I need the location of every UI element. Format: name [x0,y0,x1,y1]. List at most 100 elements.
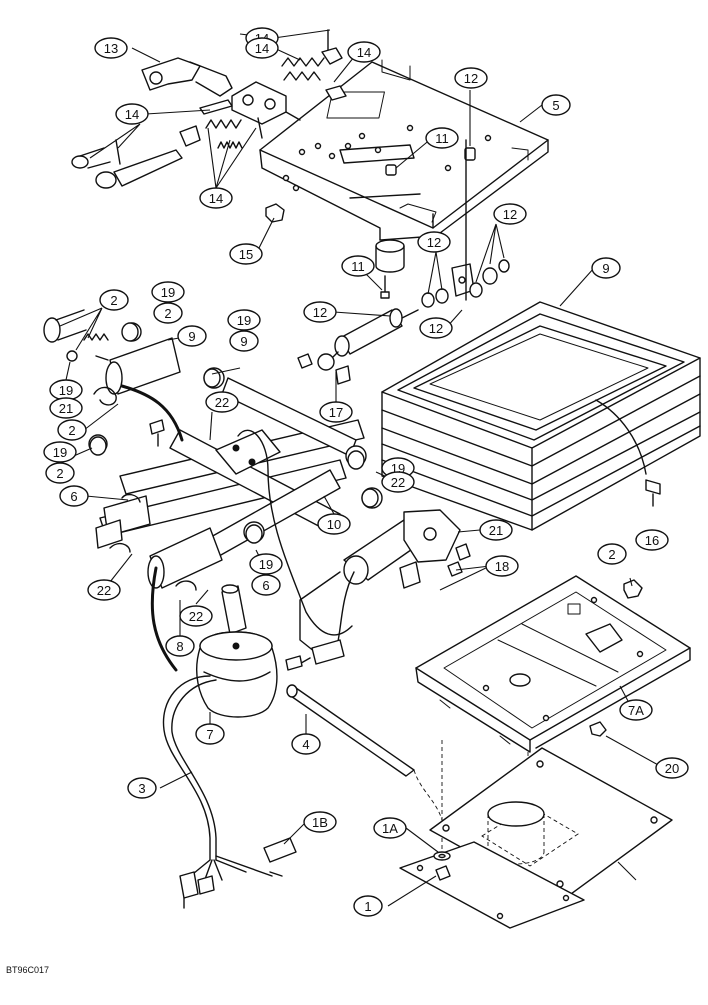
callout-6: 6 [59,485,89,507]
callout-oval [303,811,337,833]
callout-number: 14 [255,41,269,56]
pivot-pin-9 [43,309,109,362]
callout-oval [59,485,89,507]
cable-clips [93,386,197,591]
callout-17: 17 [319,401,353,423]
callout-11: 11 [341,255,375,277]
callout-22: 22 [205,391,239,413]
callout-number: 19 [161,285,175,300]
callout-11: 11 [425,127,459,149]
callout-number: 14 [125,107,139,122]
callout-oval [177,325,207,347]
callout-oval [57,419,87,441]
callout-group: 1314141414141251115111212121217921921999… [43,27,689,917]
callout-oval [249,553,283,575]
tension-arrows [120,384,184,672]
callout-oval [319,401,353,423]
callout-number: 22 [391,475,405,490]
callout-oval [425,127,459,149]
callout-number: 12 [464,71,478,86]
callout-oval [597,543,627,565]
callout-21: 21 [49,397,83,419]
callout-4: 4 [291,733,321,755]
callout-oval [419,317,453,339]
callout-oval [227,309,261,331]
callout-number: 6 [262,578,269,593]
callout-oval [205,391,239,413]
callout-19: 19 [227,309,261,331]
callout-oval [199,187,233,209]
callout-13: 13 [94,37,128,59]
callout-2: 2 [597,543,627,565]
callout-number: 5 [552,98,559,113]
shock-washers [421,259,510,308]
callout-14: 14 [347,41,381,63]
callout-oval [485,555,519,577]
callout-number: 16 [645,533,659,548]
callout-oval [165,635,195,657]
callout-oval [493,203,527,225]
callout-number: 9 [240,334,247,349]
callout-22: 22 [179,605,213,627]
callout-oval [373,817,407,839]
callout-2: 2 [57,419,87,441]
bolt-1a [435,865,451,881]
callout-oval [49,397,83,419]
nut-12-top [464,147,476,161]
callout-oval [341,255,375,277]
base-slide-plate [415,575,691,753]
callout-14: 14 [199,187,233,209]
callout-number: 12 [429,321,443,336]
callout-number: 13 [104,41,118,56]
nut-16 [623,579,643,599]
callout-12: 12 [493,203,527,225]
callout-number: 8 [176,639,183,654]
air-spring [196,631,278,718]
callout-number: 18 [495,559,509,574]
callout-19: 19 [249,553,283,575]
callout-1a: 1A [373,817,407,839]
callout-oval [195,723,225,745]
callout-number: 10 [327,517,341,532]
pivot-rollers [105,337,223,589]
callout-number: 12 [313,305,327,320]
air-spring-mount-tube [221,584,247,635]
callout-22: 22 [381,471,415,493]
callout-number: 12 [503,207,517,222]
callout-oval [541,94,571,116]
callout-14: 14 [245,37,279,59]
callout-9: 9 [229,330,259,352]
callout-number: 17 [329,405,343,420]
callout-15: 15 [229,243,263,265]
figure-reference: BT96C017 [6,965,49,975]
callout-oval [229,330,259,352]
callout-oval [94,37,128,59]
callout-oval [417,231,451,253]
callout-number: 1A [382,821,398,836]
callout-number: 11 [351,259,365,274]
callout-12: 12 [454,67,488,89]
callout-9: 9 [177,325,207,347]
callout-oval [347,41,381,63]
callout-oval [153,302,183,324]
callout-number: 2 [56,466,63,481]
bellows-fastener [595,399,661,507]
wiring-harness [162,675,297,909]
callout-oval [317,513,351,535]
callout-8: 8 [165,635,195,657]
bushings [89,322,379,544]
callout-number: 14 [357,45,371,60]
nut-11 [385,164,397,176]
shock-absorber [297,308,419,385]
callout-6: 6 [251,574,281,596]
callout-22: 22 [87,579,121,601]
callout-2: 2 [45,462,75,484]
callout-oval [353,895,383,917]
callout-number: 2 [608,547,615,562]
callout-2: 2 [99,289,129,311]
nut-15 [265,203,285,223]
cap-screw [380,275,390,299]
callout-number: 3 [138,781,145,796]
callout-2: 2 [153,302,183,324]
callout-16: 16 [635,529,669,551]
